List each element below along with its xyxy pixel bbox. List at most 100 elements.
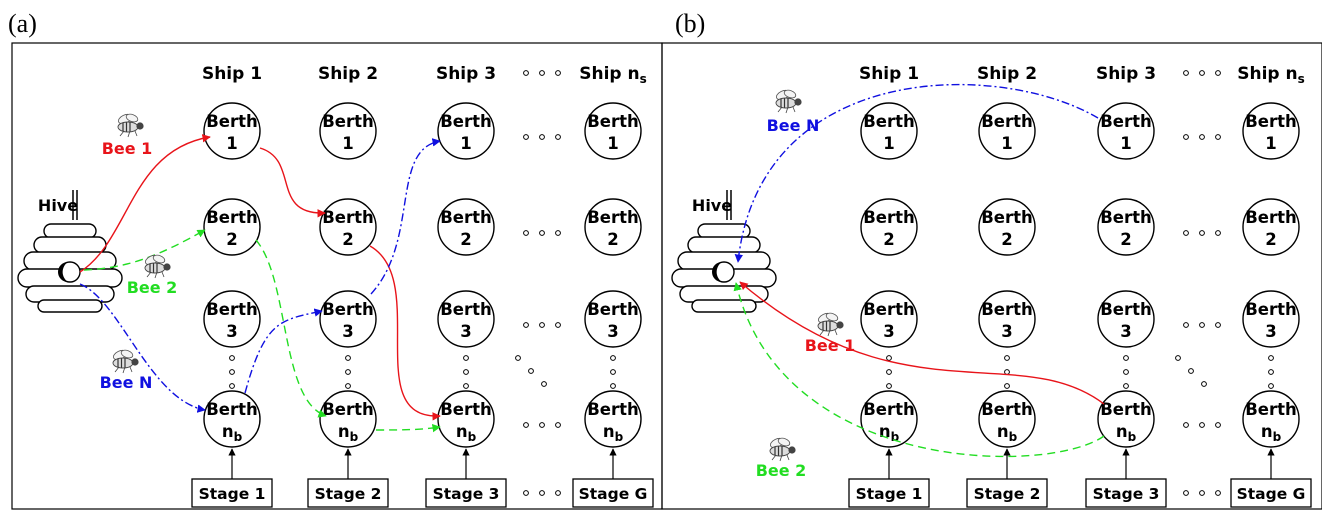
ellipsis-horizontal (1183, 422, 1221, 428)
berth-label: Berth (1245, 112, 1297, 131)
berth-label: Berth (1245, 400, 1297, 419)
ellipsis-vertical (345, 355, 351, 389)
ellipsis-horizontal (523, 70, 561, 76)
bee-icon (817, 312, 844, 337)
berth-label: Berth (1100, 112, 1152, 131)
bee-label-2: Bee 2 (127, 278, 178, 297)
stage-box (425, 478, 507, 508)
ship-header-last: Ship ns (1237, 64, 1305, 86)
bee-label-n: Bee N (100, 373, 153, 392)
berth-index: 3 (1001, 322, 1012, 341)
berth-label: Berth (1245, 300, 1297, 319)
berth-label: Berth (322, 400, 374, 419)
berth-node (437, 198, 495, 256)
berth-index: nb (997, 422, 1018, 444)
berth-index: nb (879, 422, 900, 444)
berth-index: 1 (226, 134, 237, 153)
berth-node (584, 198, 642, 256)
berth-node (584, 102, 642, 160)
berth-index: nb (603, 422, 624, 444)
berth-node (203, 198, 261, 256)
berth-label: Berth (981, 300, 1033, 319)
berth-index: 3 (883, 322, 894, 341)
berth-node (860, 290, 918, 348)
berth-label: Berth (322, 300, 374, 319)
ellipsis-vertical (1268, 355, 1274, 389)
berth-node (437, 102, 495, 160)
berth-index: 2 (883, 230, 894, 249)
berth-label: Berth (587, 208, 639, 227)
ship-header: Ship 2 (977, 64, 1037, 84)
berth-label: Berth (981, 112, 1033, 131)
berth-label: Berth (206, 400, 258, 419)
ellipsis-vertical (463, 355, 469, 389)
ellipsis-horizontal (523, 230, 561, 236)
berth-index: 1 (1120, 134, 1131, 153)
stage-label: Stage G (579, 485, 648, 503)
berth-node (584, 390, 642, 448)
bee1-route (259, 147, 326, 218)
ellipsis-vertical (886, 355, 892, 389)
berth-label: Berth (206, 112, 258, 131)
beeN-route (370, 138, 441, 295)
berth-index: 1 (883, 134, 894, 153)
stage-box (966, 478, 1048, 508)
ship-header: Ship 2 (318, 64, 378, 84)
berth-label: Berth (1100, 208, 1152, 227)
berth-node (1242, 390, 1300, 448)
bee-icon (769, 437, 796, 462)
ellipsis-horizontal (523, 134, 561, 140)
berth-node (319, 198, 377, 256)
berth-label: Berth (440, 300, 492, 319)
ship-header: Ship 3 (436, 64, 496, 84)
ellipsis-horizontal (1183, 322, 1221, 328)
beeN-route (79, 283, 206, 413)
berth-index: 2 (1265, 230, 1276, 249)
ellipsis-horizontal (523, 322, 561, 328)
berth-index: 1 (607, 134, 618, 153)
berth-node (1097, 102, 1155, 160)
berth-index: 2 (1001, 230, 1012, 249)
ellipsis-horizontal (1183, 134, 1221, 140)
berth-label: Berth (587, 112, 639, 131)
berth-label: Berth (587, 300, 639, 319)
bee-label-1: Bee 1 (102, 139, 153, 158)
ellipsis-horizontal (1183, 490, 1221, 496)
berth-label: Berth (322, 112, 374, 131)
berth-index: nb (338, 422, 359, 444)
ellipsis-diagonal (1175, 355, 1207, 387)
berth-index: nb (456, 422, 477, 444)
hive-icon (17, 190, 123, 313)
berth-index: nb (222, 422, 243, 444)
stage-box (1230, 478, 1312, 508)
ship-header: Ship 1 (859, 64, 919, 84)
ellipsis-diagonal (515, 355, 547, 387)
berth-index: 3 (226, 322, 237, 341)
stage-label: Stage 3 (433, 485, 500, 503)
panel-b-label: (b) (675, 9, 705, 38)
ellipsis-horizontal (523, 490, 561, 496)
berth-node (319, 102, 377, 160)
berth-node (584, 290, 642, 348)
berth-label: Berth (440, 400, 492, 419)
hive-label: Hive (38, 196, 78, 215)
berth-index: 3 (1120, 322, 1131, 341)
ship-header-last: Ship ns (579, 64, 647, 86)
berth-index: 1 (1265, 134, 1276, 153)
berth-index: 2 (1120, 230, 1131, 249)
berth-index: 1 (1001, 134, 1012, 153)
stage-label: Stage G (1237, 485, 1306, 503)
berth-label: Berth (863, 208, 915, 227)
berth-node (860, 102, 918, 160)
beeN-route-b (734, 83, 1099, 263)
stage-label: Stage 3 (1093, 485, 1160, 503)
berth-index: 3 (1265, 322, 1276, 341)
berth-node (1242, 290, 1300, 348)
ellipsis-vertical (229, 355, 235, 389)
bee-icon (112, 349, 139, 374)
berth-node (1242, 198, 1300, 256)
berth-label: Berth (206, 208, 258, 227)
berth-node (1097, 390, 1155, 448)
bee-icon (775, 89, 802, 114)
